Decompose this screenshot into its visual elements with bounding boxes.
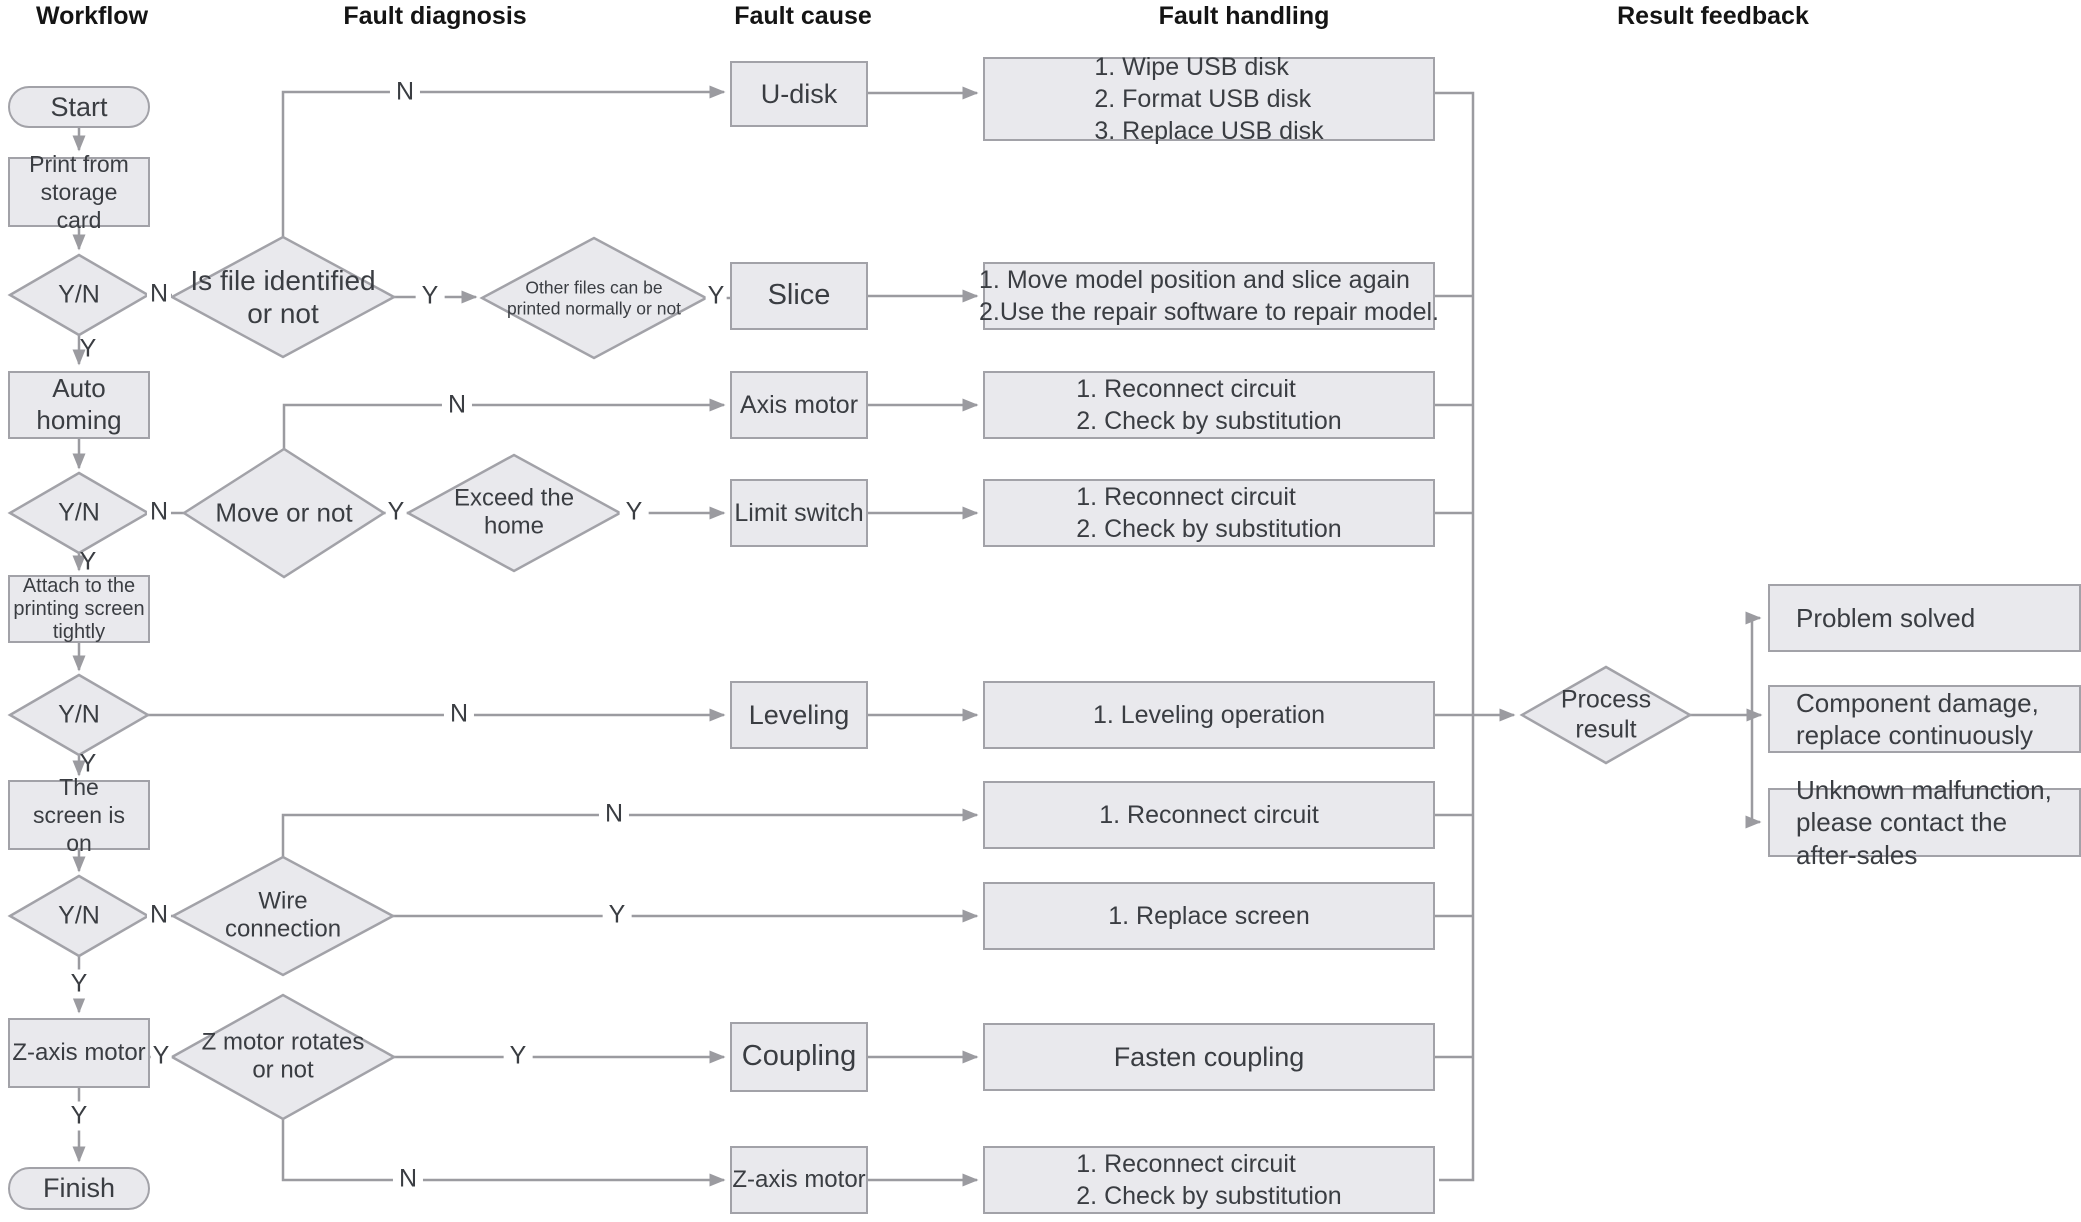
cause-leveling-node: Leveling [730, 681, 868, 749]
decision-yn4-label: Y/N [58, 901, 100, 930]
handling-u-disk-lines: 1. Wipe USB disk 2. Format USB disk 3. R… [1094, 51, 1323, 147]
handling-line: 2. Check by substitution [1076, 407, 1342, 435]
branch-label-y-wire: Y [602, 900, 632, 930]
branch-label-y-yn3: Y [79, 749, 97, 778]
screen-on-node: The screen is on [8, 774, 150, 856]
handling-z-axis-motor-lines: 1. Reconnect circuit 2. Check by substit… [1076, 1148, 1341, 1212]
handling-line: 1. Reconnect circuit [1076, 375, 1296, 403]
result-problem-solved-node: Problem solved [1768, 584, 2081, 652]
decision-isfile-label: Is file identified or not [190, 264, 376, 329]
handling-slice-lines: 1. Move model position and slice again 2… [979, 264, 1439, 328]
decision-yn1-label: Y/N [58, 280, 100, 309]
handling-line: 3. Replace USB disk [1094, 117, 1324, 145]
screen-on-label: The screen is on [32, 773, 126, 857]
handling-limit-switch-lines: 1. Reconnect circuit 2. Check by substit… [1076, 481, 1341, 545]
handling-line: 2. Format USB disk [1094, 85, 1312, 113]
cause-z-axis-motor-node: Z-axis motor [730, 1146, 868, 1214]
branch-label-y-yn4: Y [64, 969, 94, 999]
handling-z-axis-motor-node: 1. Reconnect circuit 2. Check by substit… [983, 1146, 1435, 1214]
header-result-feedback: Result feedback [1617, 2, 1809, 30]
handling-line: 1. Reconnect circuit [1076, 1150, 1296, 1178]
decision-process-shape [1519, 665, 1693, 765]
handling-slice-node: 1. Move model position and slice again 2… [979, 262, 1439, 330]
branch-label-n-zrotates: N [392, 1164, 424, 1194]
handling-line: 1. Reconnect circuit [1076, 483, 1296, 511]
branch-label-y-finish: Y [64, 1101, 94, 1131]
header-fault-cause: Fault cause [734, 2, 872, 30]
connector-process-solved [1745, 611, 1762, 715]
connector-wire-n-reconnect [281, 808, 979, 857]
cause-coupling-node: Coupling [730, 1022, 868, 1092]
branch-label-n-move-top: N [441, 390, 473, 420]
branch-label-y-zaxis: Y [150, 1041, 172, 1071]
decision-wire-label: Wire connection [224, 887, 342, 943]
z-axis-motor-node: Z-axis motor [8, 1018, 150, 1088]
decision-move-label: Move or not [215, 497, 353, 528]
handling-leveling-node: 1. Leveling operation [983, 681, 1435, 749]
result-component-damage-node: Component damage, replace continuously [1768, 685, 2081, 753]
result-component-damage-label: Component damage, replace continuously [1796, 687, 2039, 751]
connector-zrotates-n-zmotor [281, 1119, 726, 1187]
result-unknown-malfunction-label: Unknown malfunction, please contact the … [1796, 774, 2052, 870]
branch-label-y-otherfiles: Y [705, 281, 727, 311]
branch-label-y-isfile: Y [415, 281, 445, 311]
header-workflow: Workflow [35, 2, 149, 30]
cause-slice-node: Slice [730, 262, 868, 330]
decision-zrotates-shape [169, 993, 397, 1121]
cause-axis-motor-node: Axis motor [730, 371, 868, 439]
header-fault-handling: Fault handling [1158, 2, 1330, 30]
result-unknown-malfunction-node: Unknown malfunction, please contact the … [1768, 775, 2081, 870]
branch-label-n-yn2: N [146, 497, 172, 527]
handling-limit-switch-node: 1. Reconnect circuit 2. Check by substit… [983, 479, 1435, 547]
decision-zrotates-label: Z motor rotates or not [201, 1028, 365, 1084]
branch-label-y-move: Y [385, 497, 407, 527]
handling-line: 1. Move model position and slice again [979, 266, 1410, 294]
decision-exceed-label: Exceed the home [453, 484, 575, 540]
collector-line [1435, 91, 1475, 1182]
connector-isfile-n-udisk [281, 85, 726, 237]
branch-label-n-yn4: N [146, 900, 172, 930]
handling-axis-motor-node: 1. Reconnect circuit 2. Check by substit… [983, 371, 1435, 439]
handling-line: 2. Check by substitution [1076, 1182, 1342, 1210]
auto-homing-node: Auto homing [8, 371, 150, 439]
handling-line: 1. Wipe USB disk [1094, 53, 1289, 81]
branch-label-y-yn1: Y [79, 334, 97, 363]
branch-label-n-yn3: N [443, 699, 475, 729]
decision-yn3-label: Y/N [58, 700, 100, 729]
process-result-label: Process result [1560, 685, 1652, 744]
handling-replace-screen-node: 1. Replace screen [983, 882, 1435, 950]
attach-screen-node: Attach to the printing screen tightly [8, 575, 150, 643]
decision-wire-shape [170, 855, 396, 977]
connector-move-n-axismotor [282, 398, 726, 449]
branch-label-n-wire-top: N [598, 799, 630, 829]
print-from-storage-card-node: Print from storage card [8, 151, 150, 233]
branch-label-y-yn2: Y [79, 547, 97, 576]
print-from-storage-card-label: Print from storage card [29, 150, 129, 234]
start-node: Start [8, 86, 150, 128]
branch-label-n-isfile-top: N [389, 77, 421, 107]
attach-screen-label: Attach to the printing screen tightly [13, 574, 145, 643]
branch-label-y-zrotates: Y [503, 1041, 533, 1071]
decision-move-shape [181, 447, 387, 579]
handling-fasten-coupling-node: Fasten coupling [983, 1023, 1435, 1091]
decision-otherfiles-label: Other files can be printed normally or n… [506, 277, 682, 318]
branch-label-y-exceed: Y [619, 497, 649, 527]
decision-yn2-label: Y/N [58, 498, 100, 527]
decision-yn3-shape [7, 673, 151, 757]
cause-limit-switch-node: Limit switch [730, 479, 868, 547]
decision-isfile-shape [169, 235, 397, 359]
handling-axis-motor-lines: 1. Reconnect circuit 2. Check by substit… [1076, 373, 1341, 437]
header-fault-diagnosis: Fault diagnosis [343, 2, 527, 30]
handling-line: 2.Use the repair software to repair mode… [979, 298, 1439, 326]
handling-reconnect-node: 1. Reconnect circuit [983, 781, 1435, 849]
branch-label-n-yn1: N [146, 279, 172, 309]
handling-line: 2. Check by substitution [1076, 515, 1342, 543]
handling-u-disk-node: 1. Wipe USB disk 2. Format USB disk 3. R… [983, 53, 1435, 145]
cause-u-disk-node: U-disk [730, 61, 868, 127]
connector-process-unknown [1745, 715, 1762, 829]
finish-node: Finish [8, 1167, 150, 1210]
